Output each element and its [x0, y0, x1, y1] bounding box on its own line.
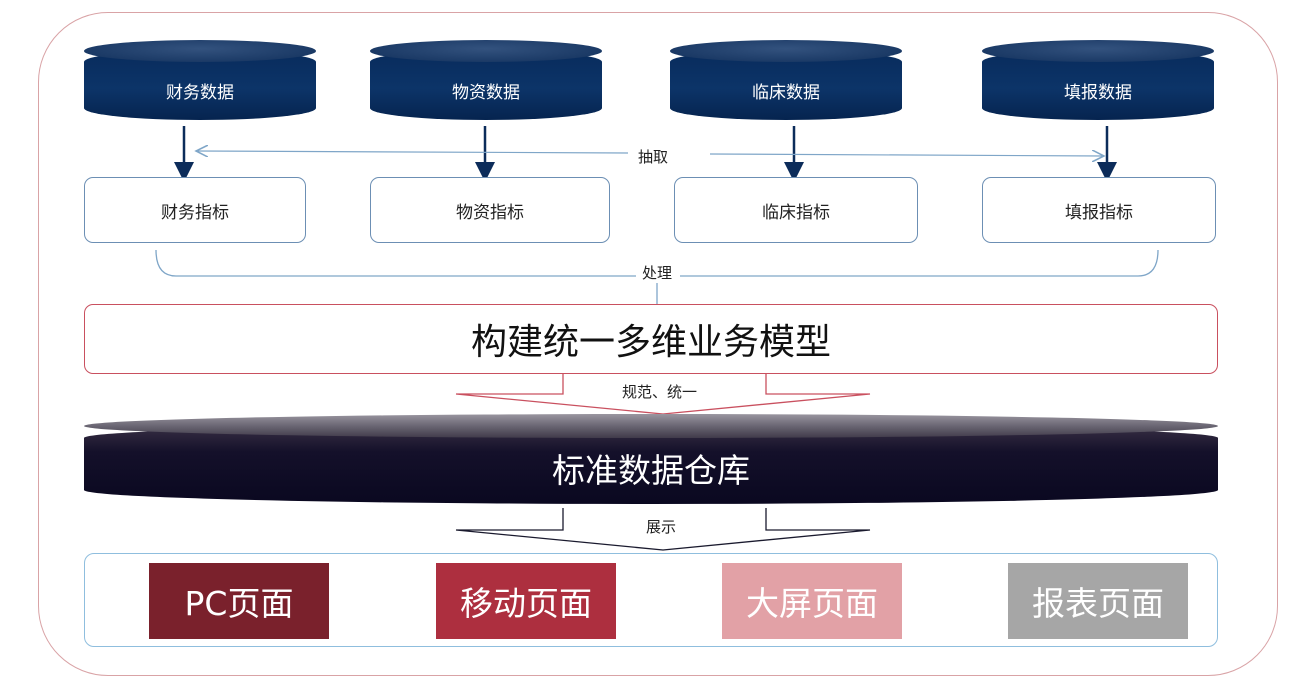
outer-frame [38, 12, 1278, 676]
display-label: 展示 [646, 518, 677, 536]
warehouse-label: 标准数据仓库 [552, 451, 750, 490]
page-mobile: 移动页面 [436, 563, 616, 639]
indicator-material: 物资指标 [370, 177, 610, 243]
extract-arrow-left [196, 151, 629, 153]
process-label: 处理 [638, 262, 677, 283]
display-arrow [455, 508, 871, 551]
source-label: 临床数据 [752, 83, 820, 103]
extract-arrow-right [709, 154, 1104, 156]
source-finance: 财务数据 [84, 40, 316, 130]
indicator-clinical: 临床指标 [674, 177, 918, 243]
page-pc: PC页面 [149, 563, 329, 639]
source-label: 物资数据 [452, 83, 520, 103]
source-label: 填报数据 [1064, 83, 1132, 103]
source-report: 填报数据 [982, 40, 1214, 130]
page-report: 报表页面 [1008, 563, 1188, 639]
data-warehouse: 标准数据仓库 [84, 414, 1218, 506]
source-label: 财务数据 [166, 83, 234, 103]
indicator-finance: 财务指标 [84, 177, 306, 243]
extract-label: 抽取 [634, 146, 673, 167]
business-model-box: 构建统一多维业务模型 [84, 304, 1218, 374]
page-bigscreen: 大屏页面 [722, 563, 902, 639]
indicator-report: 填报指标 [982, 177, 1216, 243]
process-bracket [155, 249, 636, 277]
standardize-label: 规范、统一 [622, 383, 698, 401]
source-material: 物资数据 [370, 40, 602, 130]
source-clinical: 临床数据 [670, 40, 902, 130]
